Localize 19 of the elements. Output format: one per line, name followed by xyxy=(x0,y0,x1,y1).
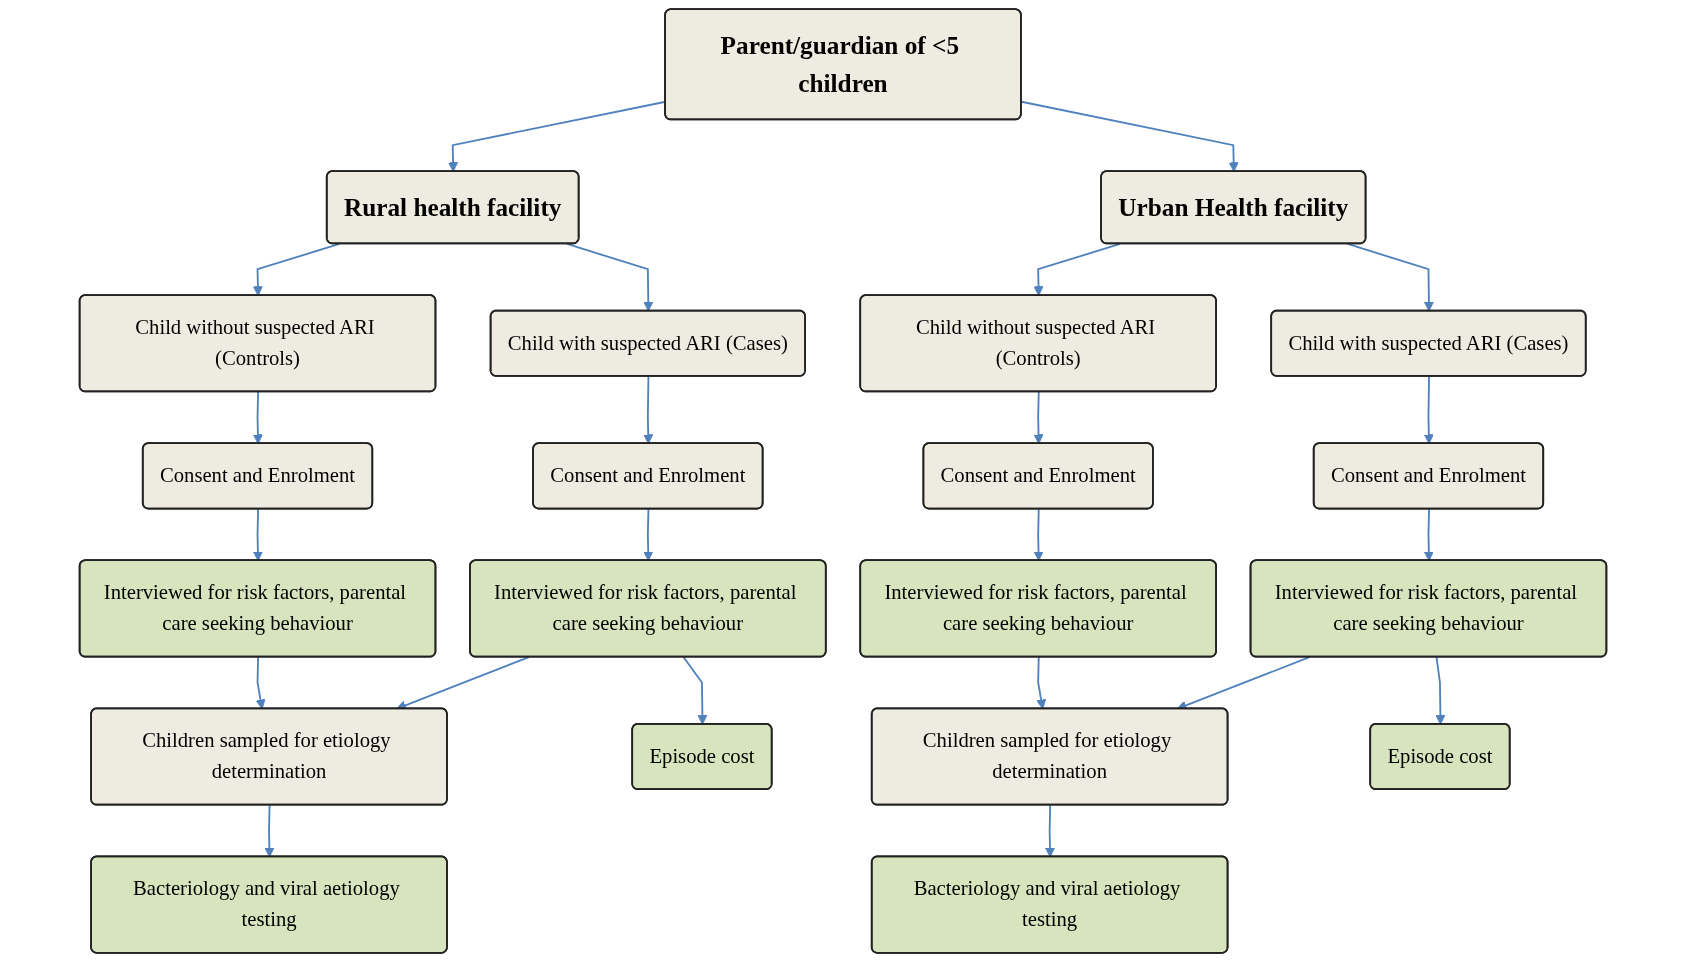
arrow xyxy=(1044,804,1056,858)
arrow xyxy=(1423,375,1434,445)
arrow xyxy=(1036,656,1047,710)
arrow xyxy=(1033,508,1044,562)
arrow xyxy=(1020,100,1239,173)
arrow xyxy=(643,375,654,445)
arrow xyxy=(252,391,263,445)
arrow xyxy=(264,804,275,858)
arrow xyxy=(1423,508,1434,562)
arrow xyxy=(255,656,266,710)
arrow xyxy=(643,508,654,562)
arrow xyxy=(252,508,263,562)
arrow xyxy=(566,243,654,312)
arrow xyxy=(1435,656,1446,725)
arrow xyxy=(682,656,708,725)
arrow xyxy=(1346,243,1434,312)
arrow xyxy=(1033,243,1121,297)
arrow xyxy=(1033,391,1044,445)
arrow xyxy=(252,243,341,297)
